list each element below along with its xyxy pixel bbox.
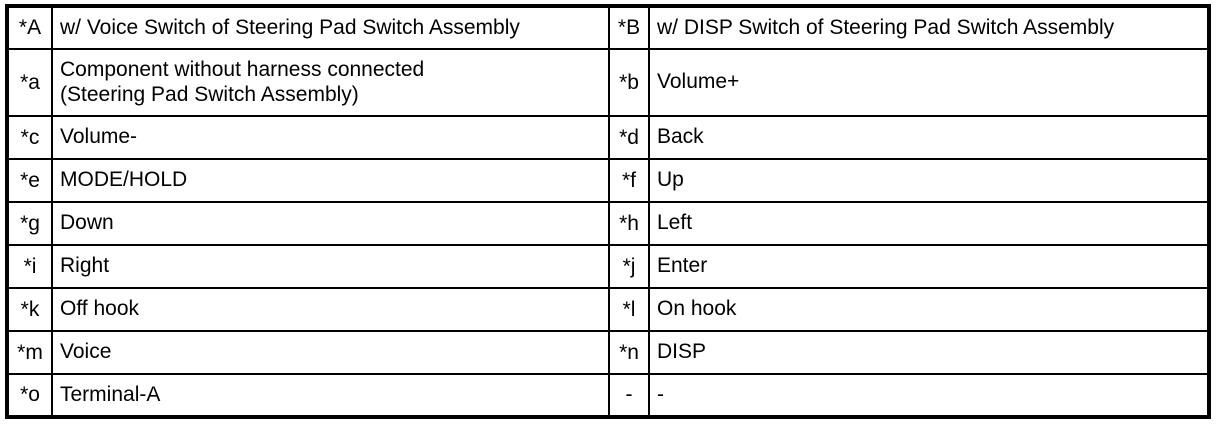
symbol-cell: *h bbox=[608, 201, 650, 246]
symbol-cell: *A bbox=[6, 5, 53, 50]
symbol-cell: *a bbox=[6, 48, 53, 117]
symbol-cell: *d bbox=[608, 115, 650, 160]
table-row: *g Down *h Left bbox=[6, 201, 1210, 246]
table-row: *a Component without harness connected (… bbox=[6, 48, 1210, 117]
description-cell: MODE/HOLD bbox=[51, 158, 610, 203]
symbol-cell: *e bbox=[6, 158, 53, 203]
description-cell: Enter bbox=[648, 244, 1210, 289]
description-cell: DISP bbox=[648, 330, 1210, 375]
description-cell: On hook bbox=[648, 287, 1210, 332]
description-cell: Voice bbox=[51, 330, 610, 375]
description-cell: - bbox=[648, 373, 1210, 418]
table-row: *i Right *j Enter bbox=[6, 244, 1210, 289]
description-cell: Back bbox=[648, 115, 1210, 160]
symbol-cell: *j bbox=[608, 244, 650, 289]
description-cell: Terminal-A bbox=[51, 373, 610, 418]
description-cell: Left bbox=[648, 201, 1210, 246]
table-row: *o Terminal-A - - bbox=[6, 373, 1210, 418]
symbol-cell: *l bbox=[608, 287, 650, 332]
symbol-cell: *i bbox=[6, 244, 53, 289]
symbol-cell: *o bbox=[6, 373, 53, 418]
description-cell: Component without harness connected (Ste… bbox=[51, 48, 610, 117]
legend-table: *A w/ Voice Switch of Steering Pad Switc… bbox=[5, 4, 1211, 419]
symbol-cell: *B bbox=[608, 5, 650, 50]
description-cell: Right bbox=[51, 244, 610, 289]
symbol-cell: - bbox=[608, 373, 650, 418]
table-row: *c Volume- *d Back bbox=[6, 115, 1210, 160]
description-cell: w/ Voice Switch of Steering Pad Switch A… bbox=[51, 5, 610, 50]
description-cell: Volume+ bbox=[648, 48, 1210, 117]
description-cell: Down bbox=[51, 201, 610, 246]
symbol-cell: *k bbox=[6, 287, 53, 332]
description-cell: Off hook bbox=[51, 287, 610, 332]
symbol-cell: *m bbox=[6, 330, 53, 375]
table-row: *k Off hook *l On hook bbox=[6, 287, 1210, 332]
symbol-cell: *n bbox=[608, 330, 650, 375]
symbol-cell: *c bbox=[6, 115, 53, 160]
description-cell: Volume- bbox=[51, 115, 610, 160]
symbol-cell: *b bbox=[608, 48, 650, 117]
description-cell: Up bbox=[648, 158, 1210, 203]
table-row: *e MODE/HOLD *f Up bbox=[6, 158, 1210, 203]
description-cell: w/ DISP Switch of Steering Pad Switch As… bbox=[648, 5, 1210, 50]
table-row: *A w/ Voice Switch of Steering Pad Switc… bbox=[6, 5, 1210, 50]
symbol-cell: *g bbox=[6, 201, 53, 246]
table-row: *m Voice *n DISP bbox=[6, 330, 1210, 375]
symbol-cell: *f bbox=[608, 158, 650, 203]
